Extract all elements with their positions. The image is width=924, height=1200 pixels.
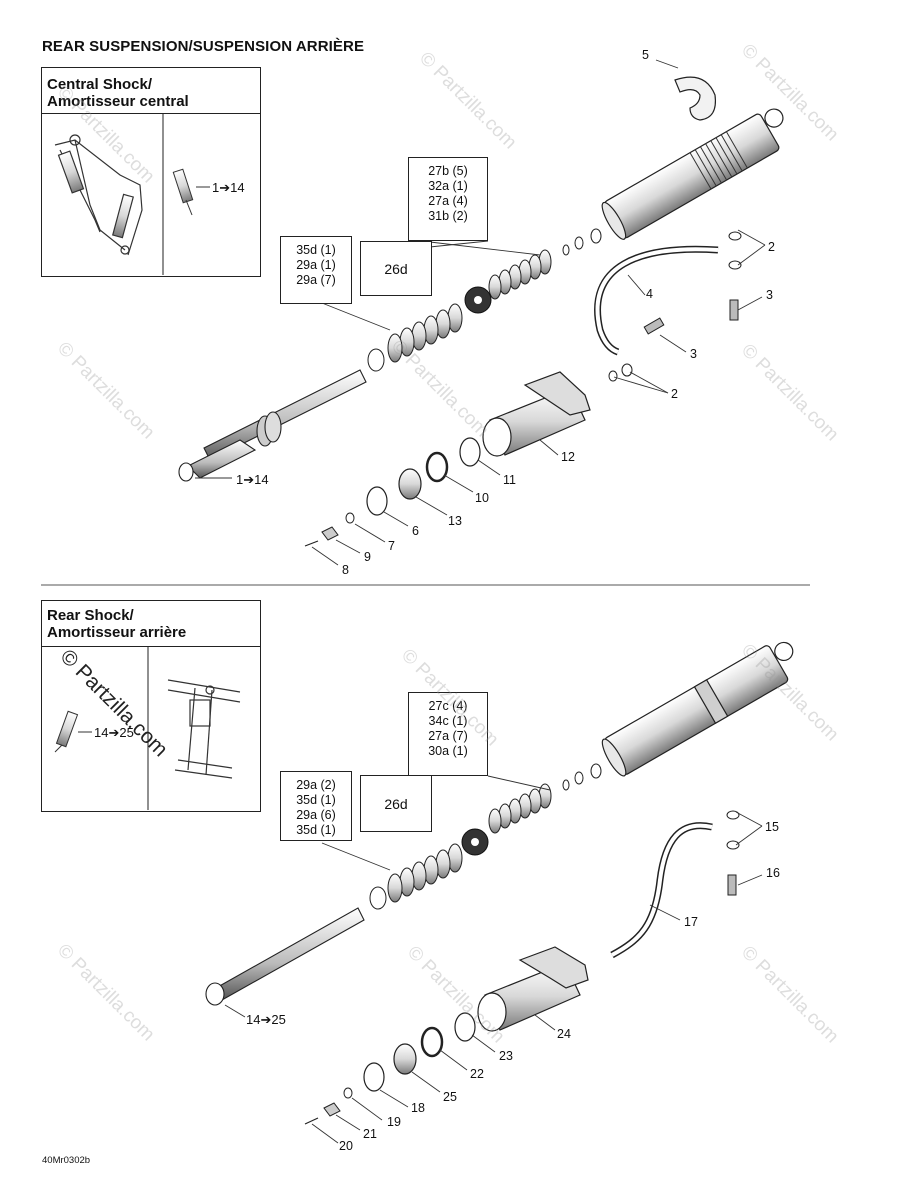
rear-shock-title-line1: Rear Shock/: [47, 607, 134, 624]
central-spring-line: 29a (1): [296, 258, 336, 272]
rear-shaft: [205, 907, 365, 1006]
central-lower-spring-stack: [387, 303, 463, 363]
central-nut-screw: [304, 526, 339, 547]
callout-2: 2: [671, 387, 678, 401]
callout-10: 10: [475, 491, 489, 505]
rear-kit-line: 27a (7): [428, 729, 468, 743]
callout-15: 15: [765, 820, 779, 834]
rear-shock-inset-title: Rear Shock/ Amortisseur arrière: [47, 607, 186, 641]
central-shock-title-line1: Central Shock/: [47, 76, 153, 93]
central-spring-line: 35d (1): [296, 243, 336, 257]
central-shaft-ref-label: 1➔14: [236, 472, 269, 487]
rear-hose: [610, 822, 713, 959]
rear-shock-title-line2: Amortisseur arrière: [47, 624, 187, 641]
callout-22: 22: [470, 1067, 484, 1081]
central-kit-line: 31b (2): [428, 209, 468, 223]
callout-25: 25: [443, 1090, 457, 1104]
rear-spring-box: 29a (2) 35d (1) 29a (6) 35d (1): [280, 771, 352, 841]
callout-11: 11: [503, 473, 516, 487]
callout-3: 3: [766, 288, 773, 302]
rear-lower-spring-stack: [387, 843, 463, 903]
central-kit-line: 27b (5): [428, 164, 468, 178]
central-kit-line: 32a (1): [428, 179, 468, 193]
central-shock-title-line2: Amortisseur central: [47, 93, 189, 110]
central-shock-inset-panel: [41, 113, 261, 277]
page-title: REAR SUSPENSION/SUSPENSION ARRIÈRE: [42, 38, 365, 55]
rear-inset-shock-sketch: [54, 710, 79, 753]
central-seal-rings: [345, 437, 481, 524]
rear-shock-body: [601, 641, 794, 777]
rear-seal-rings: [343, 1012, 476, 1099]
rear-shock-inset-panel: [41, 646, 261, 812]
callout-8: 8: [342, 563, 349, 577]
central-kit-line: 27a (4): [428, 194, 468, 208]
callout-7: 7: [388, 539, 395, 553]
central-hose: [594, 245, 719, 356]
callout-3: 3: [690, 347, 697, 361]
central-banjo-hardware: [608, 231, 742, 382]
callout-21: 21: [363, 1127, 377, 1141]
central-upper-spring-stack: [488, 249, 552, 300]
central-valve-washers: [562, 228, 602, 256]
rear-kit-line: 34c (1): [428, 714, 468, 728]
central-spring-box: 35d (1) 29a (1) 29a (7): [280, 236, 352, 304]
central-shock-body: [601, 108, 784, 240]
rear-inset-frame-sketch: [167, 679, 241, 779]
callout-6: 6: [412, 524, 419, 538]
callout-24: 24: [557, 1027, 571, 1041]
callout-20: 20: [339, 1139, 353, 1153]
central-kit-box: 27b (5) 32a (1) 27a (4) 31b (2): [408, 157, 488, 241]
rear-shaft-ref-label: 14➔25: [246, 1012, 286, 1027]
callout-23: 23: [499, 1049, 513, 1063]
callout-4: 4: [646, 287, 653, 301]
rear-valve-washers: [562, 763, 602, 791]
callout-12: 12: [561, 450, 575, 464]
callout-13: 13: [448, 514, 462, 528]
rear-inset-ref-label: 14➔25: [94, 725, 134, 740]
callout-2: 2: [768, 240, 775, 254]
rear-upper-spring-stack: [488, 783, 552, 834]
central-shock-inset-title: Central Shock/ Amortisseur central: [47, 76, 189, 110]
rear-kit-line: 30a (1): [428, 744, 468, 758]
central-sub-box: 26d: [360, 241, 432, 296]
rear-spring-line: 29a (6): [296, 808, 336, 822]
central-reservoir: [482, 371, 591, 457]
rear-spring-line: 35d (1): [296, 823, 336, 837]
central-spring-line: 29a (7): [296, 273, 336, 287]
central-inset-shock-sketch: [172, 168, 194, 216]
figure-code: 40Mr0302b: [42, 1155, 91, 1166]
rear-spring-line: 35d (1): [296, 793, 336, 807]
callout-9: 9: [364, 550, 371, 564]
callout-5: 5: [642, 48, 649, 62]
central-inset-frame-sketch: [54, 134, 143, 256]
central-circlip: [674, 76, 717, 121]
rear-nut-screw: [304, 1102, 341, 1125]
rear-sub-box: 26d: [360, 775, 432, 832]
central-inset-ref-label: 1➔14: [212, 180, 245, 195]
rear-spring-line: 29a (2): [296, 778, 336, 792]
rear-kit-line: 27c (4): [428, 699, 468, 713]
rear-banjo-hardware: [726, 810, 740, 896]
rear-reservoir: [477, 946, 589, 1032]
callout-17: 17: [684, 915, 698, 929]
callout-19: 19: [387, 1115, 401, 1129]
central-shaft: [178, 369, 367, 482]
callout-18: 18: [411, 1101, 425, 1115]
callout-16: 16: [766, 866, 780, 880]
rear-kit-box: 27c (4) 34c (1) 27a (7) 30a (1): [408, 692, 488, 776]
